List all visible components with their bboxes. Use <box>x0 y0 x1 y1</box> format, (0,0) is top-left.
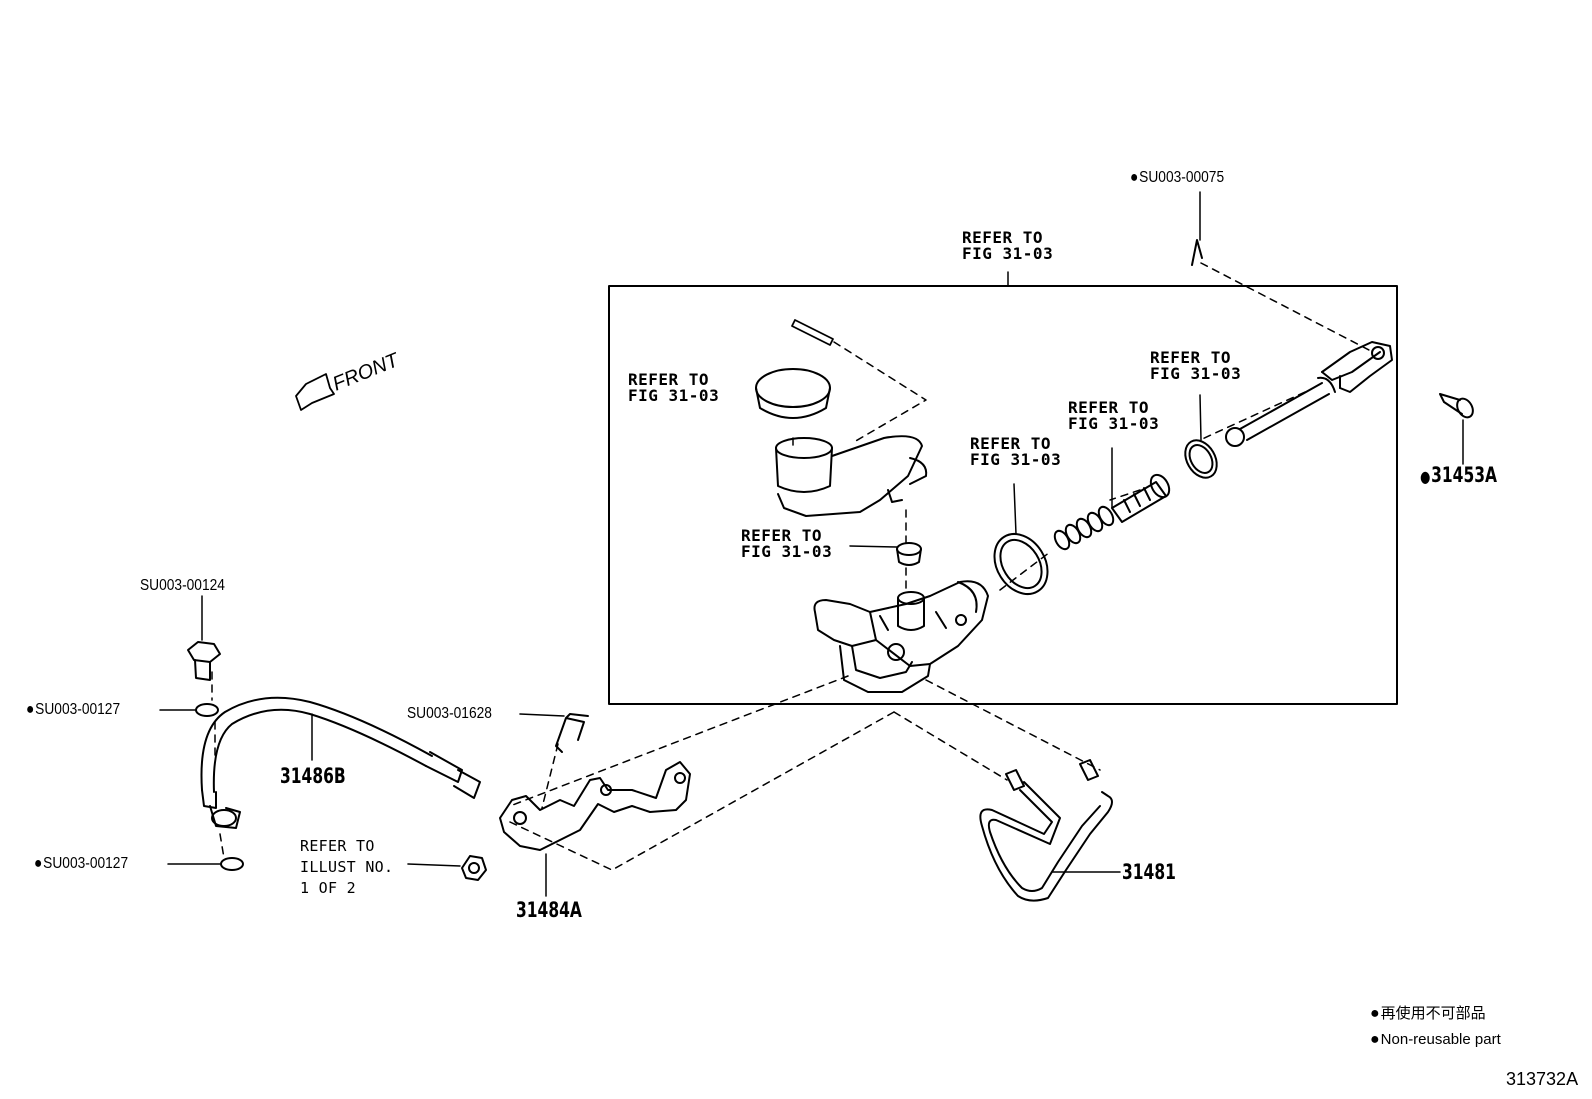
fastener-su003-00075: SU003-00075 <box>1130 170 1224 186</box>
leader-line <box>407 863 461 867</box>
alignment-dashed-lines <box>211 671 1101 871</box>
leader-line <box>519 713 565 717</box>
fastener-su003-00127: SU003-00127 <box>26 702 120 718</box>
fastener-su003-01628: SU003-01628 <box>407 705 492 722</box>
spring-pin <box>791 319 834 346</box>
part-number-31453A: 31453A <box>1420 465 1497 486</box>
refer-fig-label: REFER TO FIG 31-03 <box>628 370 720 405</box>
o-ring <box>993 533 1049 595</box>
hose-clip <box>555 713 589 753</box>
front-arrow-icon <box>295 373 335 411</box>
refer-fig-label: REFER TO FIG 31-03 <box>741 526 833 561</box>
part-number-31484A: 31484A <box>516 898 582 922</box>
refer-fig-label: REFER TO FIG 31-03 <box>1150 348 1242 383</box>
part-number-31486B: 31486B <box>280 764 346 788</box>
refer-fig-label: REFER TO FIG 31-03 <box>962 228 1054 263</box>
part-number-31481: 31481 <box>1122 860 1176 884</box>
legend-non-reusable-jp: 再使用不可部品 <box>1370 1006 1486 1022</box>
leader-line <box>1013 483 1017 535</box>
clutch-tube <box>979 759 1113 902</box>
piston <box>1111 473 1171 523</box>
master-cylinder-assembly-frame <box>608 285 1398 705</box>
refer-fig-label: REFER TO FIG 31-03 <box>1068 398 1160 433</box>
snap-ring <box>1184 439 1218 479</box>
figure-id: 313732A <box>1506 1069 1579 1089</box>
flange-nut <box>461 855 487 881</box>
alignment-dashed-lines <box>792 262 1370 591</box>
push-rod <box>1225 341 1393 447</box>
fastener-su003-00127: SU003-00127 <box>34 856 128 872</box>
reservoir-tank <box>775 435 928 517</box>
flexible-hose <box>200 696 481 829</box>
gasket-washer <box>195 703 219 717</box>
refer-fig-label: REFER TO FIG 31-03 <box>970 434 1062 469</box>
gasket-washer <box>220 857 244 871</box>
bolt <box>187 641 221 681</box>
leader-line <box>1199 394 1202 441</box>
legend-non-reusable-en: Non-reusable part <box>1370 1032 1501 1048</box>
snap-pin-clip <box>1191 239 1203 266</box>
fastener-su003-00124: SU003-00124 <box>140 577 225 594</box>
clutch-master-cylinder-body <box>813 580 989 693</box>
leader-line <box>849 545 898 548</box>
hose-bracket <box>499 761 691 851</box>
refer-illust-label: REFER TO ILLUST NO. 1 OF 2 <box>300 837 394 897</box>
reservoir-cap <box>755 368 831 419</box>
clevis-pin <box>1439 393 1474 419</box>
return-spring <box>1053 505 1115 551</box>
reservoir-grommet <box>896 542 922 566</box>
